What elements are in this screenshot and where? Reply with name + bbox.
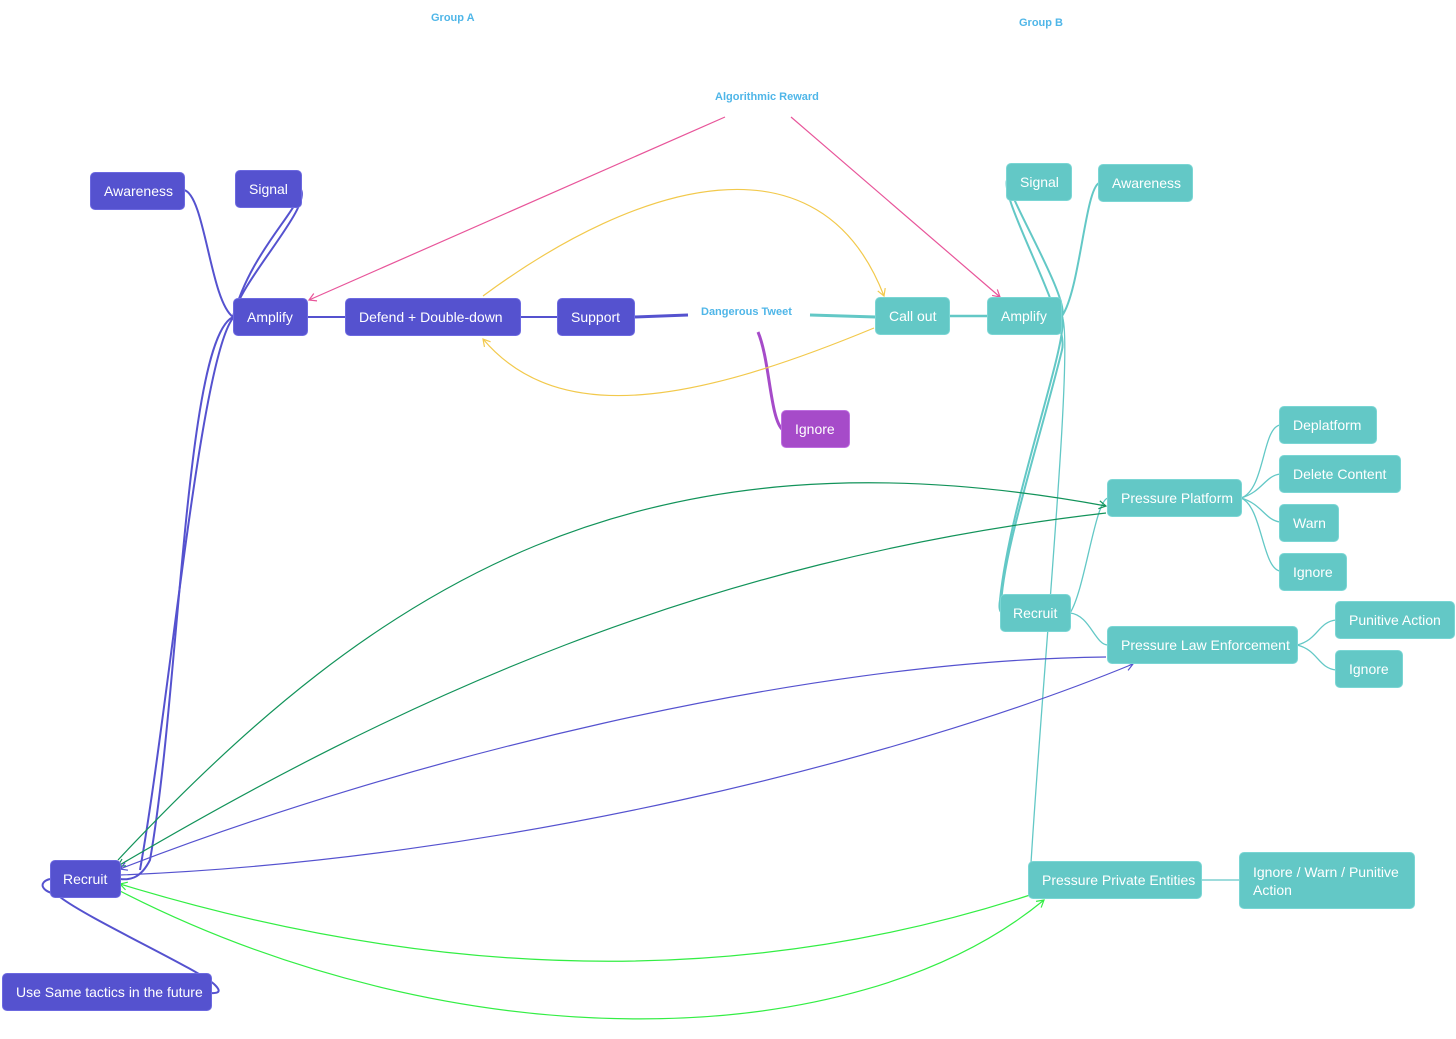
node-b-punitive-action[interactable]: Punitive Action [1335,601,1455,639]
node-b-warn[interactable]: Warn [1279,504,1339,542]
arrow-defend-callout [482,188,886,298]
connector-signal-recruit [139,187,302,871]
node-b-awareness[interactable]: Awareness [1098,164,1193,202]
arrow-callout-defend [482,327,875,397]
node-b-pressure-platform[interactable]: Pressure Platform [1107,479,1242,517]
connector-tweet-callout [809,313,877,319]
connector-amplify-recruit [119,316,234,881]
node-a-awareness[interactable]: Awareness [90,172,185,210]
node-b-delete-content[interactable]: Delete Content [1279,455,1401,493]
group-a-label: Group A [431,12,475,24]
node-b-call-out[interactable]: Call out [875,297,950,335]
node-a-future[interactable]: Use Same tactics in the future [2,973,212,1011]
arrow-law-recruit [118,656,1107,871]
connector-signal-recruit-b [999,179,1064,612]
connector-support-tweet [633,313,689,319]
connector-law-ignore [1296,644,1337,671]
node-b-private-outcome[interactable]: Ignore / Warn / Punitive Action [1239,852,1415,909]
arrow-private-recruit [118,881,1031,962]
node-a-defend[interactable]: Defend + Double-down [345,298,521,336]
node-b-pressure-private[interactable]: Pressure Private Entities [1028,861,1202,899]
node-ignore[interactable]: Ignore [781,410,850,448]
connector-recruit-law [1069,612,1109,646]
connector-platform-ignore [1240,497,1281,572]
node-a-signal[interactable]: Signal [235,170,302,208]
dangerous-tweet-label: Dangerous Tweet [701,306,792,318]
group-b-connectors [809,179,1337,881]
connector-awareness-amplify [183,189,234,318]
node-a-support[interactable]: Support [557,298,635,336]
node-b-deplatform[interactable]: Deplatform [1279,406,1377,444]
connector-platform-deplatform [1240,424,1281,499]
arrow-recruit-private [119,890,1045,1020]
arrow-recruit-law [119,662,1135,876]
node-b-amplify[interactable]: Amplify [987,297,1062,335]
node-b-recruit[interactable]: Recruit [1000,594,1071,632]
node-a-recruit[interactable]: Recruit [50,860,121,898]
connector-law-punitive [1296,619,1337,646]
node-b-ignore-law[interactable]: Ignore [1335,650,1403,688]
group-b-label: Group B [1019,17,1063,29]
arrow-platform-recruit [116,512,1107,867]
arrow-reward-amplify-a [307,116,726,302]
connector-tweet-ignore [756,331,785,432]
connector-amplify-private [1029,315,1066,881]
connector-amplify-awareness [1061,182,1100,317]
arrow-reward-amplify-b [790,116,1001,298]
algorithmic-reward-label: Algorithmic Reward [715,91,819,103]
node-b-pressure-law[interactable]: Pressure Law Enforcement [1107,626,1298,664]
node-a-amplify[interactable]: Amplify [233,298,308,336]
arrow-recruit-platform [117,482,1108,861]
node-b-signal[interactable]: Signal [1006,163,1072,201]
connector-platform-warn [1240,497,1281,523]
node-b-ignore-platform[interactable]: Ignore [1279,553,1347,591]
connector-platform-delete [1240,473,1281,499]
